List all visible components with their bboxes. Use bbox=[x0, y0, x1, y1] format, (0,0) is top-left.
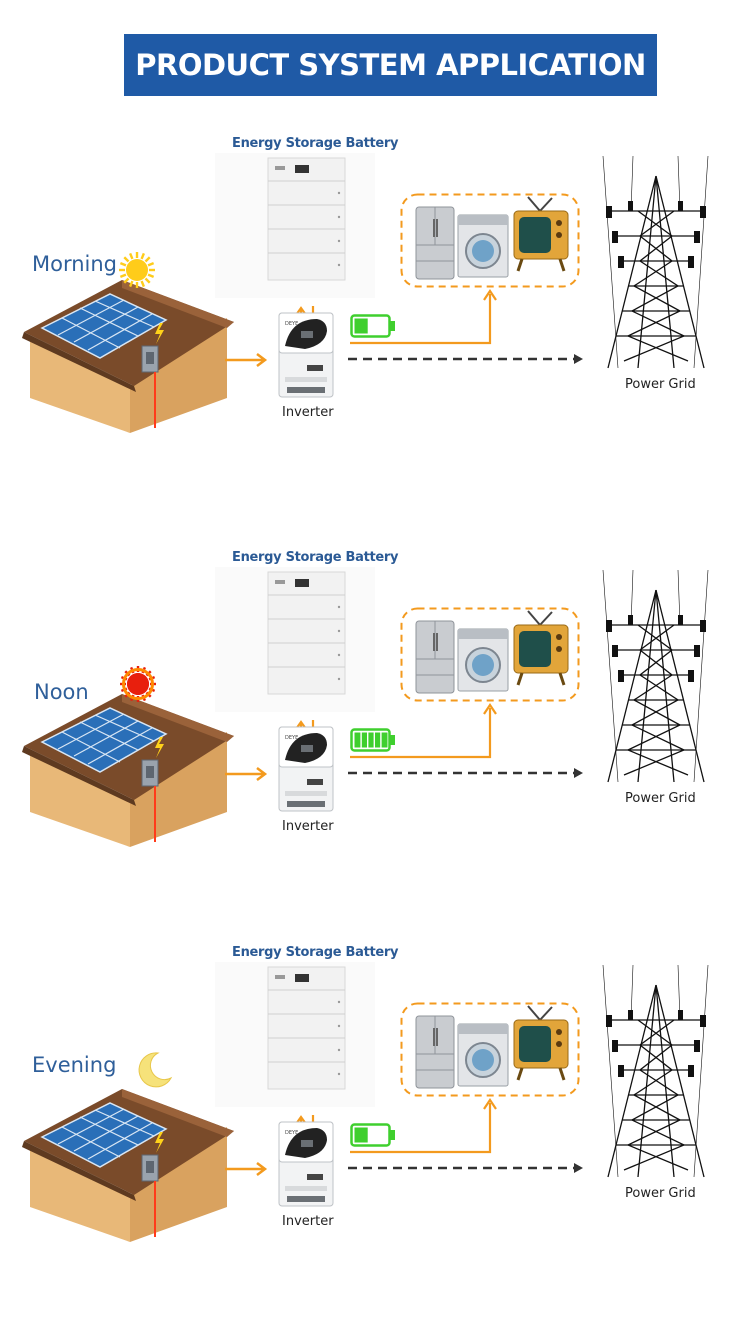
moon-icon bbox=[138, 1052, 173, 1088]
inverter-to-appliances-arrow bbox=[350, 289, 497, 345]
inverter-label: Inverter bbox=[282, 405, 334, 420]
scene-evening: Energy Storage Battery bbox=[0, 937, 750, 1317]
power-grid-label: Power Grid bbox=[625, 791, 696, 806]
time-of-day-label: Morning bbox=[32, 252, 118, 276]
inverter-to-appliances-arrow bbox=[350, 1098, 497, 1154]
time-of-day-label: Evening bbox=[32, 1053, 117, 1077]
svg-text:DEYE: DEYE bbox=[285, 1130, 298, 1136]
battery-stack-icon bbox=[215, 962, 375, 1107]
battery-level-icon bbox=[350, 1123, 395, 1147]
power-tower-icon bbox=[602, 155, 709, 369]
scene-noon: Energy Storage Battery bbox=[0, 542, 750, 922]
battery-label: Energy Storage Battery bbox=[232, 136, 399, 151]
sun-icon bbox=[120, 666, 156, 702]
svg-text:DEYE: DEYE bbox=[285, 735, 298, 741]
home-appliances-icon bbox=[400, 1002, 580, 1097]
inverter-label: Inverter bbox=[282, 819, 334, 834]
home-appliances-icon bbox=[400, 193, 580, 288]
inverter-to-grid-arrow bbox=[348, 1163, 583, 1173]
inverter-label: Inverter bbox=[282, 1214, 334, 1229]
page-title: PRODUCT SYSTEM APPLICATION bbox=[124, 34, 657, 96]
battery-label: Energy Storage Battery bbox=[232, 945, 399, 960]
battery-stack-icon bbox=[215, 153, 375, 298]
sun-icon bbox=[119, 252, 155, 288]
solar-house-icon bbox=[22, 1089, 234, 1242]
battery-level-icon bbox=[350, 728, 395, 752]
battery-label: Energy Storage Battery bbox=[232, 550, 399, 565]
inverter-to-grid-arrow bbox=[348, 354, 583, 364]
power-grid-label: Power Grid bbox=[625, 1186, 696, 1201]
battery-level-icon bbox=[350, 314, 395, 338]
battery-stack-icon bbox=[215, 567, 375, 712]
home-appliances-icon bbox=[400, 607, 580, 702]
inverter-icon: DEYE bbox=[278, 726, 334, 812]
inverter-icon: DEYE bbox=[278, 1121, 334, 1207]
solar-to-inverter-arrow bbox=[225, 1162, 268, 1176]
time-of-day-label: Noon bbox=[34, 680, 89, 704]
power-tower-icon bbox=[602, 569, 709, 783]
solar-to-inverter-arrow bbox=[225, 353, 268, 367]
solar-house-icon bbox=[22, 280, 234, 433]
inverter-to-appliances-arrow bbox=[350, 703, 497, 759]
power-grid-label: Power Grid bbox=[625, 377, 696, 392]
power-tower-icon bbox=[602, 964, 709, 1178]
scene-morning: Energy Storage Battery bbox=[0, 128, 750, 508]
solar-house-icon bbox=[22, 694, 234, 847]
svg-text:DEYE: DEYE bbox=[285, 321, 298, 327]
inverter-to-grid-arrow bbox=[348, 768, 583, 778]
solar-to-inverter-arrow bbox=[225, 767, 268, 781]
inverter-icon: DEYE bbox=[278, 312, 334, 398]
